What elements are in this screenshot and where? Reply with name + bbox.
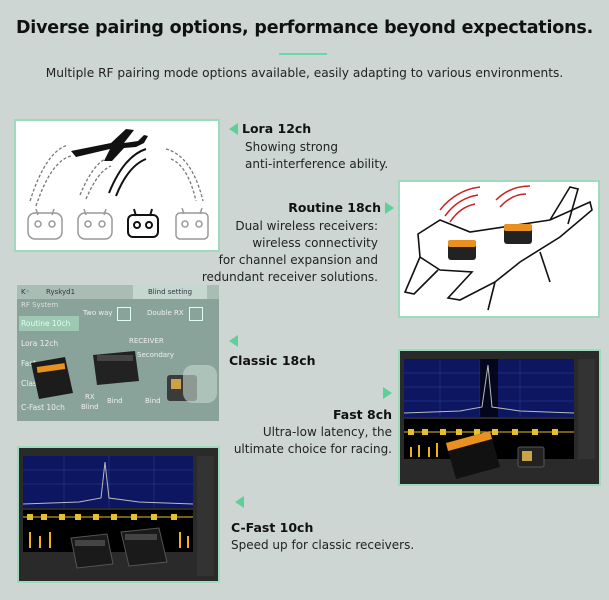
rf-option-routine[interactable]: Routine 10ch [19, 316, 79, 331]
routine-desc-line: redundant receiver solutions. [201, 270, 378, 284]
rf-option-fast[interactable]: Fast [21, 359, 37, 368]
arrow-left-icon [235, 496, 244, 508]
cfast-image-panel [17, 446, 220, 583]
receiver-icons [31, 351, 217, 403]
lora-desc-line: Showing strong [245, 140, 338, 154]
rf-option-cfast[interactable]: C-Fast 10ch [21, 403, 65, 412]
fast-desc-line: Ultra-low latency, the [262, 425, 392, 439]
routine-desc-line: for channel expansion and [218, 253, 378, 267]
fast-image-panel [398, 349, 601, 486]
classic-image-panel: K◦ Ryskyd1 Blind setting RF System Routi… [17, 285, 219, 421]
model-name: Ryskyd1 [45, 288, 76, 296]
screen-tab[interactable]: Blind setting [133, 285, 207, 299]
title-underline [279, 53, 327, 55]
arrow-left-icon [229, 335, 238, 347]
bind-button-2[interactable]: Bind [145, 397, 161, 405]
routine-desc-line: Dual wireless receivers: [235, 219, 378, 233]
receiver-icons [448, 224, 532, 260]
rf-option-lora[interactable]: Lora 12ch [21, 339, 59, 348]
routine-text: Routine 18ch Dual wireless receivers: wi… [180, 197, 394, 286]
arrow-right-icon [383, 387, 392, 399]
routine-name: Routine 18ch [288, 200, 381, 215]
jet-icon [71, 129, 148, 161]
receiver-icons [70, 527, 168, 569]
classic-text: Classic 18ch [229, 335, 316, 368]
rf-option-classic[interactable]: Classic [21, 379, 47, 388]
page-subtitle: Multiple RF pairing mode options availab… [45, 66, 564, 80]
lora-desc-line: anti-interference ability. [245, 157, 389, 171]
blind-label: Blind [81, 403, 99, 411]
arrow-left-icon [229, 122, 238, 135]
double-rx-checkbox[interactable] [189, 307, 203, 321]
lora-image-panel [14, 119, 220, 252]
fast-desc-line: ultimate choice for racing. [233, 442, 392, 456]
cfast-name: C-Fast 10ch [231, 520, 314, 535]
cfast-desc-line: Speed up for classic receivers. [231, 538, 415, 552]
rx-label: RX [85, 393, 95, 401]
lora-text: Lora 12ch Showing strong anti-interferen… [229, 118, 429, 173]
double-rx-label: Double RX [147, 309, 184, 317]
receiver-icons [446, 431, 545, 479]
fast-name: Fast 8ch [332, 407, 392, 422]
lora-name: Lora 12ch [242, 121, 312, 136]
secondary-label: Secondary [137, 351, 175, 359]
classic-name: Classic 18ch [229, 353, 316, 368]
routine-desc-line: wireless connectivity [252, 236, 378, 250]
fast-text: Fast 8ch Ultra-low latency, the ultimate… [205, 383, 392, 458]
two-way-checkbox[interactable] [117, 307, 131, 321]
page-title: Diverse pairing options, performance bey… [15, 18, 594, 38]
arrow-right-icon [385, 201, 394, 214]
transmitter-icons [27, 208, 113, 240]
cfast-text: C-Fast 10ch Speed up for classic receive… [229, 496, 449, 554]
two-way-label: Two way [83, 309, 113, 317]
rf-system-label: RF System [21, 301, 59, 309]
bind-button[interactable]: Bind [107, 397, 123, 405]
receiver-label: RECEIVER [129, 337, 164, 345]
routine-image-panel [398, 180, 600, 318]
